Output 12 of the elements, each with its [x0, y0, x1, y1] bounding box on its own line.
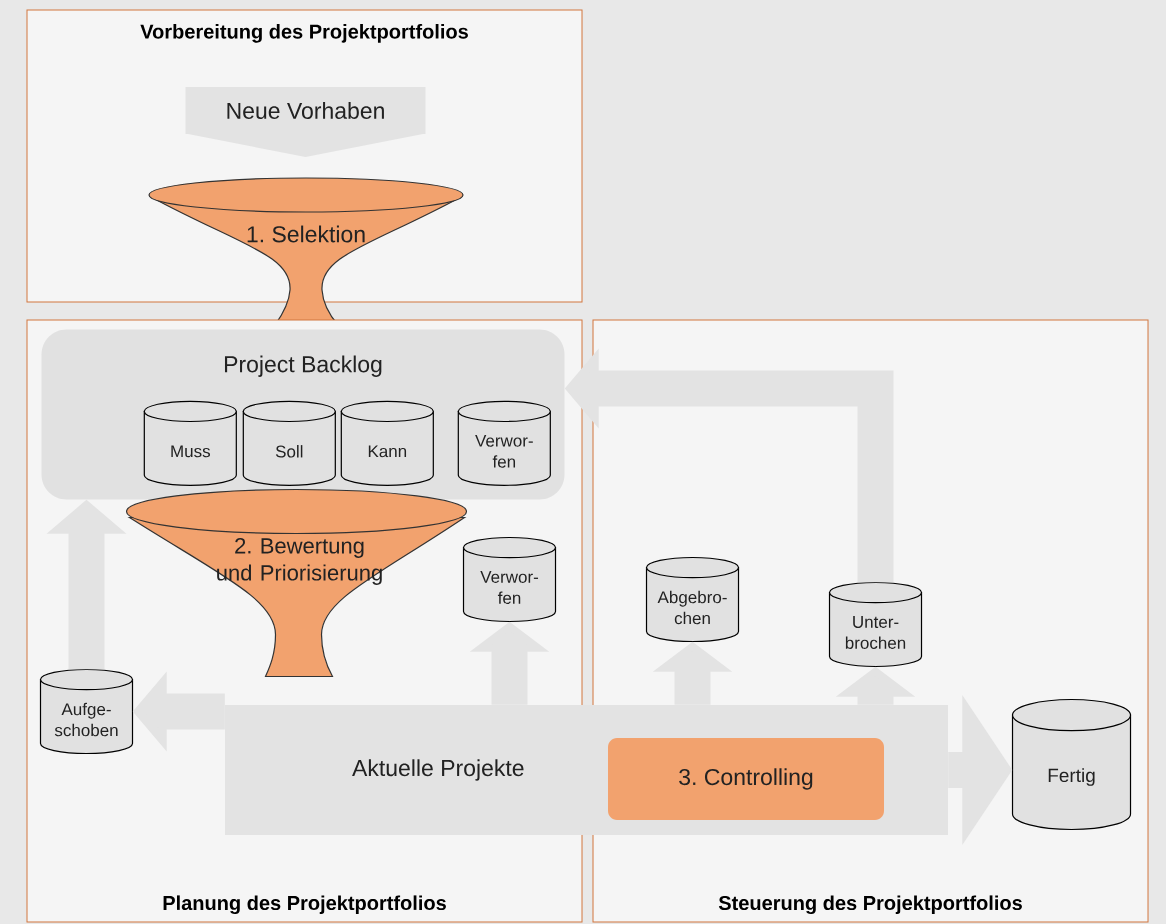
process-box: 3. Controlling	[608, 738, 884, 820]
database-cylinder: Muss	[143, 400, 237, 486]
database-cylinder: Fertig	[1011, 698, 1132, 831]
database-cylinder: Abgebro-chen	[645, 556, 740, 643]
database-cylinder: Aufge-schoben	[39, 668, 134, 755]
database-cylinder: Verwor-fen	[457, 400, 551, 486]
arrow	[948, 695, 1013, 845]
database-cylinder: Verwor-fen	[462, 536, 557, 623]
database-cylinder: Kann	[340, 400, 434, 486]
database-cylinder: Unter-brochen	[828, 581, 923, 668]
pointed-banner: Neue Vorhaben	[185, 87, 426, 157]
database-cylinder: Soll	[242, 400, 336, 486]
